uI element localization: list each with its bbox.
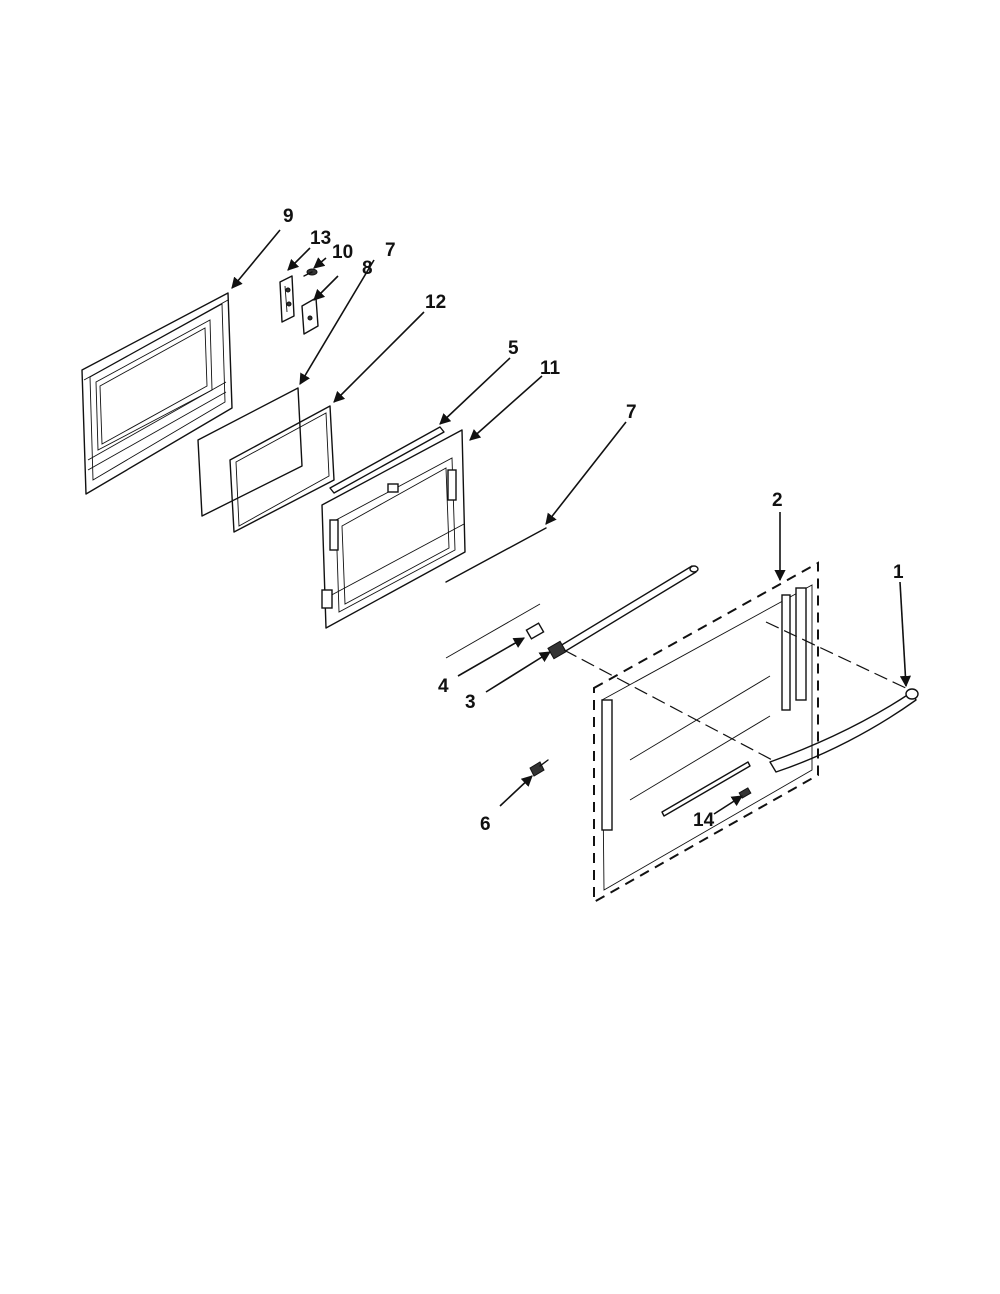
inner-glass-panel	[229, 405, 335, 533]
callout-4: 4	[438, 676, 449, 697]
outer-door-panel	[81, 292, 233, 495]
callout-12: 12	[425, 292, 446, 313]
callout-3: 3	[465, 692, 476, 713]
hinge-bracket	[279, 275, 295, 323]
hinge-plate	[301, 297, 319, 335]
leader-lines	[231, 229, 912, 815]
handle-rod	[559, 565, 699, 653]
callout-7-lower: 7	[626, 402, 637, 423]
assembly-lines	[563, 621, 911, 763]
glass-panel-lower	[445, 527, 547, 659]
callout-8: 8	[362, 258, 373, 279]
screw	[303, 268, 318, 277]
callout-1: 1	[893, 562, 904, 583]
callout-5: 5	[508, 338, 519, 359]
callout-9: 9	[283, 206, 294, 227]
screw-lower	[529, 759, 549, 777]
callout-11: 11	[540, 358, 561, 379]
top-trim-strip	[329, 426, 445, 494]
callout-2: 2	[772, 490, 783, 511]
door-assembly	[593, 561, 819, 904]
callout-13: 13	[310, 228, 331, 249]
callout-14: 14	[693, 810, 715, 831]
glass-panel-upper	[197, 387, 303, 517]
callout-10: 10	[332, 242, 353, 263]
handle	[769, 688, 919, 773]
inner-door-frame	[321, 429, 466, 629]
callout-6: 6	[480, 814, 491, 835]
callout-7-upper: 7	[385, 240, 396, 261]
end-cap	[525, 622, 545, 640]
